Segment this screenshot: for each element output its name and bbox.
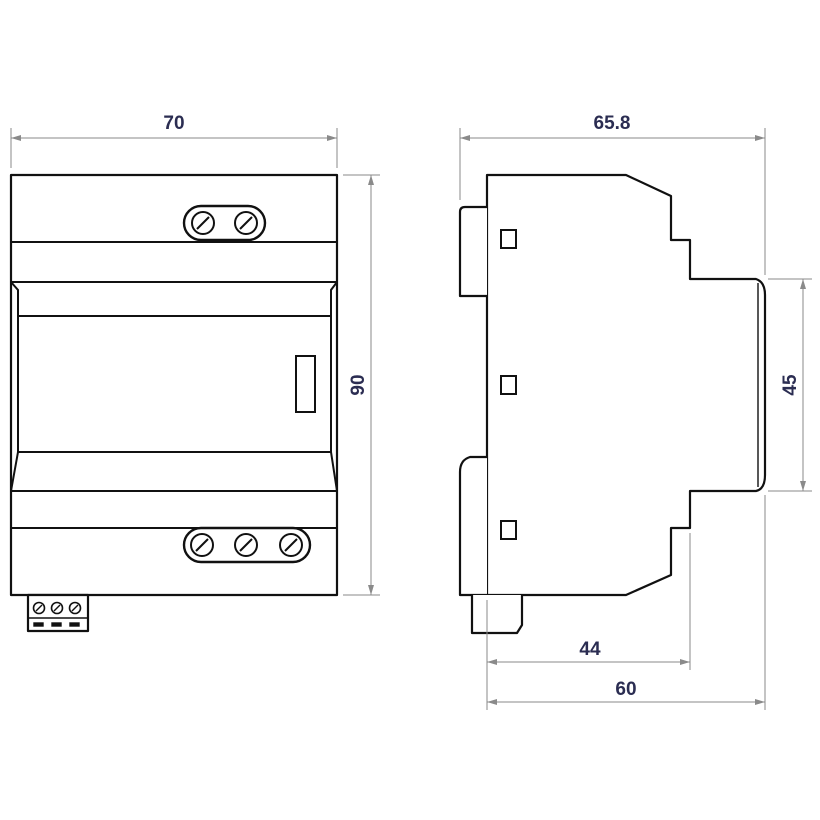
rail-latch (470, 595, 524, 635)
screw-icon (50, 601, 64, 615)
top-terminal-block (182, 204, 267, 242)
dimension-label: 90 (348, 374, 369, 395)
rail-clip-bottom (458, 455, 487, 597)
dimension-height-45: 45 (768, 278, 812, 492)
dimension-height-90: 90 (343, 174, 380, 596)
screw-icon (32, 601, 46, 615)
screw-icon (191, 211, 215, 235)
plug-connector (26, 593, 90, 633)
dimension-label: 70 (163, 113, 184, 134)
side-window (500, 229, 517, 249)
dimension-label: 65.8 (594, 113, 631, 134)
screw-icon (234, 211, 258, 235)
dimension-width-70: 70 (10, 113, 338, 168)
front-view: 70 90 (9, 113, 380, 633)
screw-icon (68, 601, 82, 615)
screw-icon (190, 533, 214, 557)
label-window (295, 355, 316, 413)
screw-icon (234, 533, 258, 557)
dimension-depth-44: 44 (486, 533, 691, 670)
rail-clip-top (458, 205, 487, 298)
side-view: 65.8 45 44 60 (458, 113, 812, 710)
dimension-label: 60 (615, 679, 636, 700)
dimension-label: 45 (780, 374, 801, 396)
side-body-outline (485, 173, 767, 597)
dimension-depth-60: 60 (486, 495, 766, 710)
side-window (500, 520, 517, 540)
dimension-label: 44 (579, 639, 601, 660)
side-window (500, 375, 517, 395)
bottom-terminal-block (182, 526, 312, 564)
front-cover-panel (10, 281, 338, 492)
front-body-outline (9, 173, 339, 597)
dimension-depth-65-8: 65.8 (459, 113, 766, 275)
screw-icon (279, 533, 303, 557)
